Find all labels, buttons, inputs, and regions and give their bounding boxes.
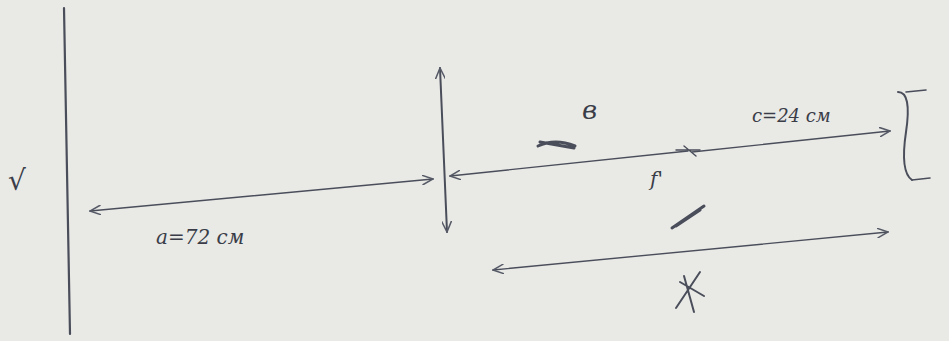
handwritten-label: √ — [8, 166, 26, 197]
lens-symbol — [440, 68, 447, 232]
distance-arrow — [90, 179, 433, 211]
handwritten-label: в — [582, 96, 597, 125]
screen-line — [64, 8, 70, 334]
handwritten-label: c=24 см — [752, 106, 831, 126]
mirror-symbol — [898, 92, 912, 180]
distance-arrow — [692, 131, 890, 152]
mirror-symbol — [906, 90, 930, 180]
scribble — [676, 272, 704, 312]
handwritten-label: f' — [650, 168, 663, 190]
scribble — [672, 206, 704, 228]
scribble — [538, 142, 575, 148]
handwritten-label: a=72 см — [156, 226, 244, 248]
point-mark — [676, 146, 700, 156]
distance-arrow — [493, 232, 888, 270]
